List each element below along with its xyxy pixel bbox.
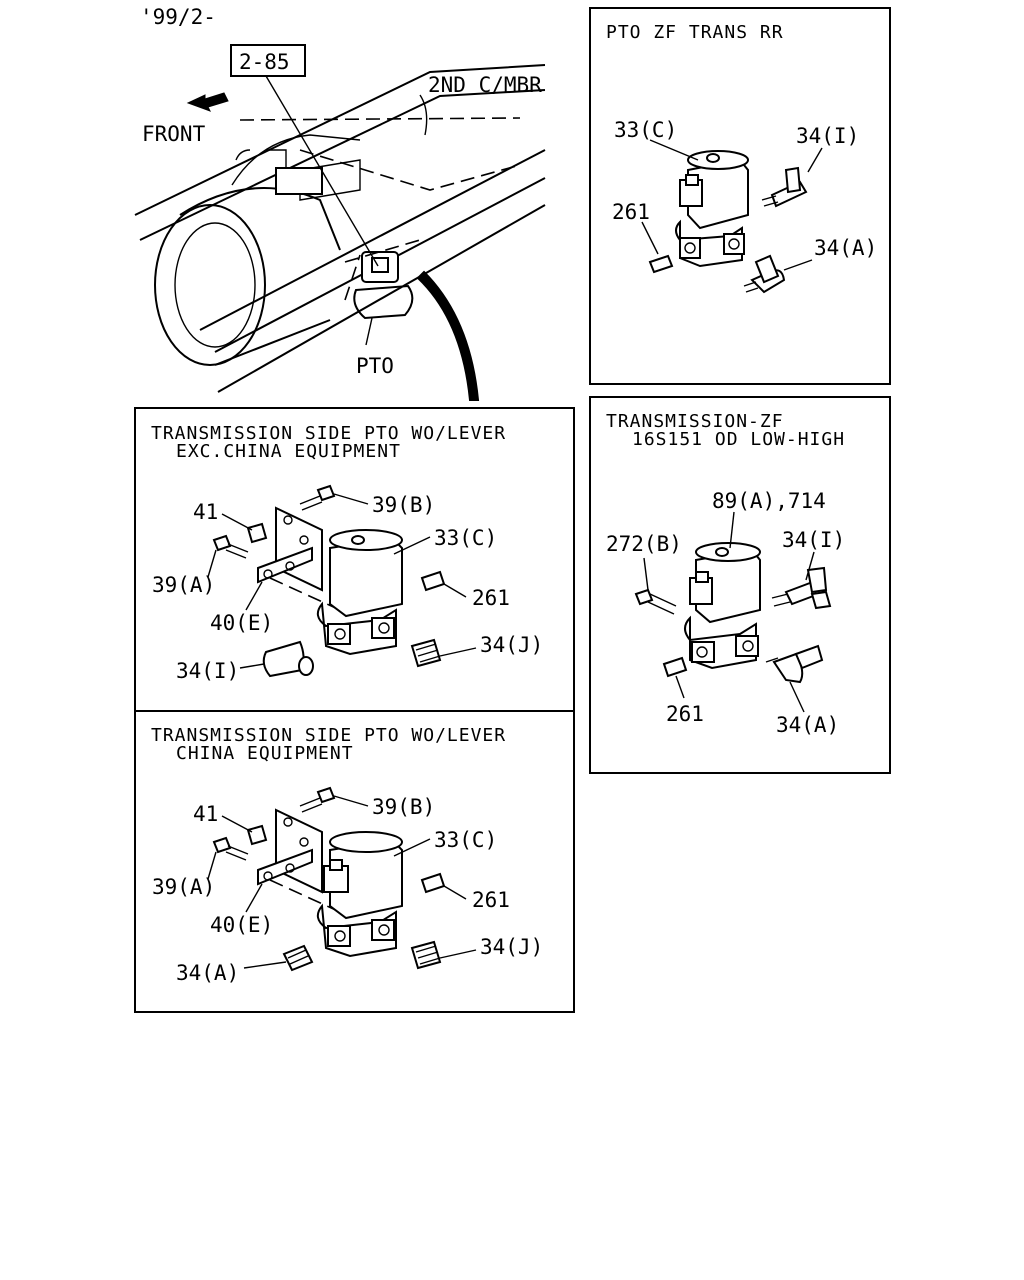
- panel-title-line2: EXC.CHINA EQUIPMENT: [176, 441, 401, 462]
- front-label: FRONT: [142, 122, 206, 146]
- chassis-frame: [134, 64, 546, 393]
- plug-fitting[interactable]: [648, 254, 674, 274]
- bolt-fitting[interactable]: [212, 484, 336, 559]
- detail-pointer-arrow: [416, 270, 480, 401]
- panel-side-pto-exc-china: TRANSMISSION SIDE PTO WO/LEVER EXC.CHINA…: [134, 407, 575, 712]
- ref-box[interactable]: [230, 44, 306, 77]
- callout: 272(B): [606, 532, 682, 556]
- swivel-fitting[interactable]: [410, 940, 442, 970]
- callout: 261: [472, 586, 510, 610]
- solenoid-valve[interactable]: [684, 542, 761, 670]
- callout: 261: [666, 702, 704, 726]
- callout: 34(A): [176, 961, 239, 985]
- elbow-fitting[interactable]: [743, 254, 786, 294]
- front-arrow-icon: [186, 92, 229, 112]
- tee-fitting[interactable]: [262, 640, 314, 678]
- plug-fitting[interactable]: [662, 656, 688, 678]
- callout: 261: [472, 888, 510, 912]
- solenoid-valve[interactable]: [316, 529, 403, 656]
- callout: 40(E): [210, 913, 273, 937]
- panel-frame: [134, 710, 575, 1013]
- tee-fitting[interactable]: [761, 166, 808, 208]
- callout: 41: [193, 500, 218, 524]
- callout: 40(E): [210, 611, 273, 635]
- bolt-fitting[interactable]: [634, 588, 677, 615]
- callout: 39(B): [372, 493, 435, 517]
- plug-fitting[interactable]: [420, 570, 446, 592]
- overview-drawing: '99/2- 2-85 FRONT 2ND C/MBR PTO: [134, 5, 546, 401]
- pto-unit[interactable]: [344, 239, 421, 346]
- panel-frame: [589, 396, 891, 774]
- plug-fitting[interactable]: [420, 872, 446, 894]
- callout: 34(J): [480, 935, 543, 959]
- callout: 34(A): [814, 236, 877, 260]
- straight-fitting[interactable]: [282, 944, 314, 972]
- nut-fitting[interactable]: [246, 824, 268, 846]
- callout: 39(A): [152, 573, 215, 597]
- solenoid-valve[interactable]: [316, 831, 403, 958]
- panel-title-line1: TRANSMISSION SIDE PTO WO/LEVER: [151, 725, 506, 746]
- nut-fitting[interactable]: [246, 522, 268, 544]
- panel-pto-zf-trans-rr: PTO ZF TRANS RR: [589, 7, 891, 385]
- panel-frame: [589, 7, 891, 385]
- callout: 33(C): [434, 828, 497, 852]
- callout: 33(C): [614, 118, 677, 142]
- callout: 261: [612, 200, 650, 224]
- panel-transmission-zf: TRANSMISSION-ZF 16S151 OD LOW-HIGH: [589, 396, 891, 774]
- callout: 34(J): [480, 633, 543, 657]
- panel-title-line2: 16S151 OD LOW-HIGH: [632, 429, 845, 450]
- callout: 33(C): [434, 526, 497, 550]
- swivel-fitting[interactable]: [410, 638, 442, 668]
- tee-fitting[interactable]: [771, 566, 832, 610]
- callout: 89(A),714: [712, 489, 826, 513]
- panel-title-line1: TRANSMISSION-ZF: [606, 411, 784, 432]
- solenoid-valve[interactable]: [675, 150, 749, 268]
- date-code: '99/2-: [140, 5, 216, 29]
- panel-title-line2: CHINA EQUIPMENT: [176, 743, 354, 764]
- transmission-housing: [154, 134, 361, 366]
- panel-title: PTO ZF TRANS RR: [606, 22, 784, 43]
- callout: 41: [193, 802, 218, 826]
- callout: 34(I): [176, 659, 239, 683]
- mounting-bracket[interactable]: [257, 506, 341, 611]
- callout: 39(B): [372, 795, 435, 819]
- pto-label: PTO: [356, 354, 394, 378]
- bolt-fitting[interactable]: [212, 786, 336, 861]
- mounting-bracket[interactable]: [257, 808, 341, 913]
- panel-title-line1: TRANSMISSION SIDE PTO WO/LEVER: [151, 423, 506, 444]
- elbow-fitting[interactable]: [765, 644, 824, 684]
- ref-leader-line: [265, 75, 379, 267]
- callout: 34(A): [776, 713, 839, 737]
- callout: 34(I): [796, 124, 859, 148]
- callout: 34(I): [782, 528, 845, 552]
- panel-side-pto-china: TRANSMISSION SIDE PTO WO/LEVER CHINA EQU…: [134, 710, 575, 1013]
- ref-box-label[interactable]: 2-85: [239, 50, 290, 74]
- callout: 39(A): [152, 875, 215, 899]
